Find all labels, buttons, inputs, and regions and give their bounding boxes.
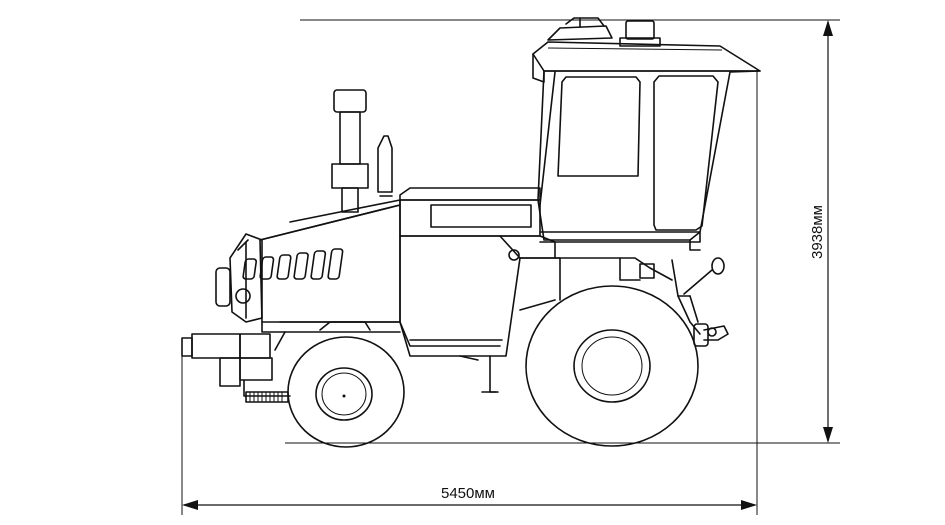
height-label: 3938мм xyxy=(809,205,826,259)
hood xyxy=(215,89,541,323)
front-wheel xyxy=(287,336,405,448)
cab xyxy=(532,17,761,251)
rear-wheel xyxy=(525,285,699,447)
length-dimension: 5450мм xyxy=(181,70,758,515)
mid-body xyxy=(261,235,673,393)
front-hitch xyxy=(181,333,291,403)
length-label: 5450мм xyxy=(441,485,495,502)
brush-bristles xyxy=(249,392,283,402)
rear-linkage xyxy=(619,257,729,347)
